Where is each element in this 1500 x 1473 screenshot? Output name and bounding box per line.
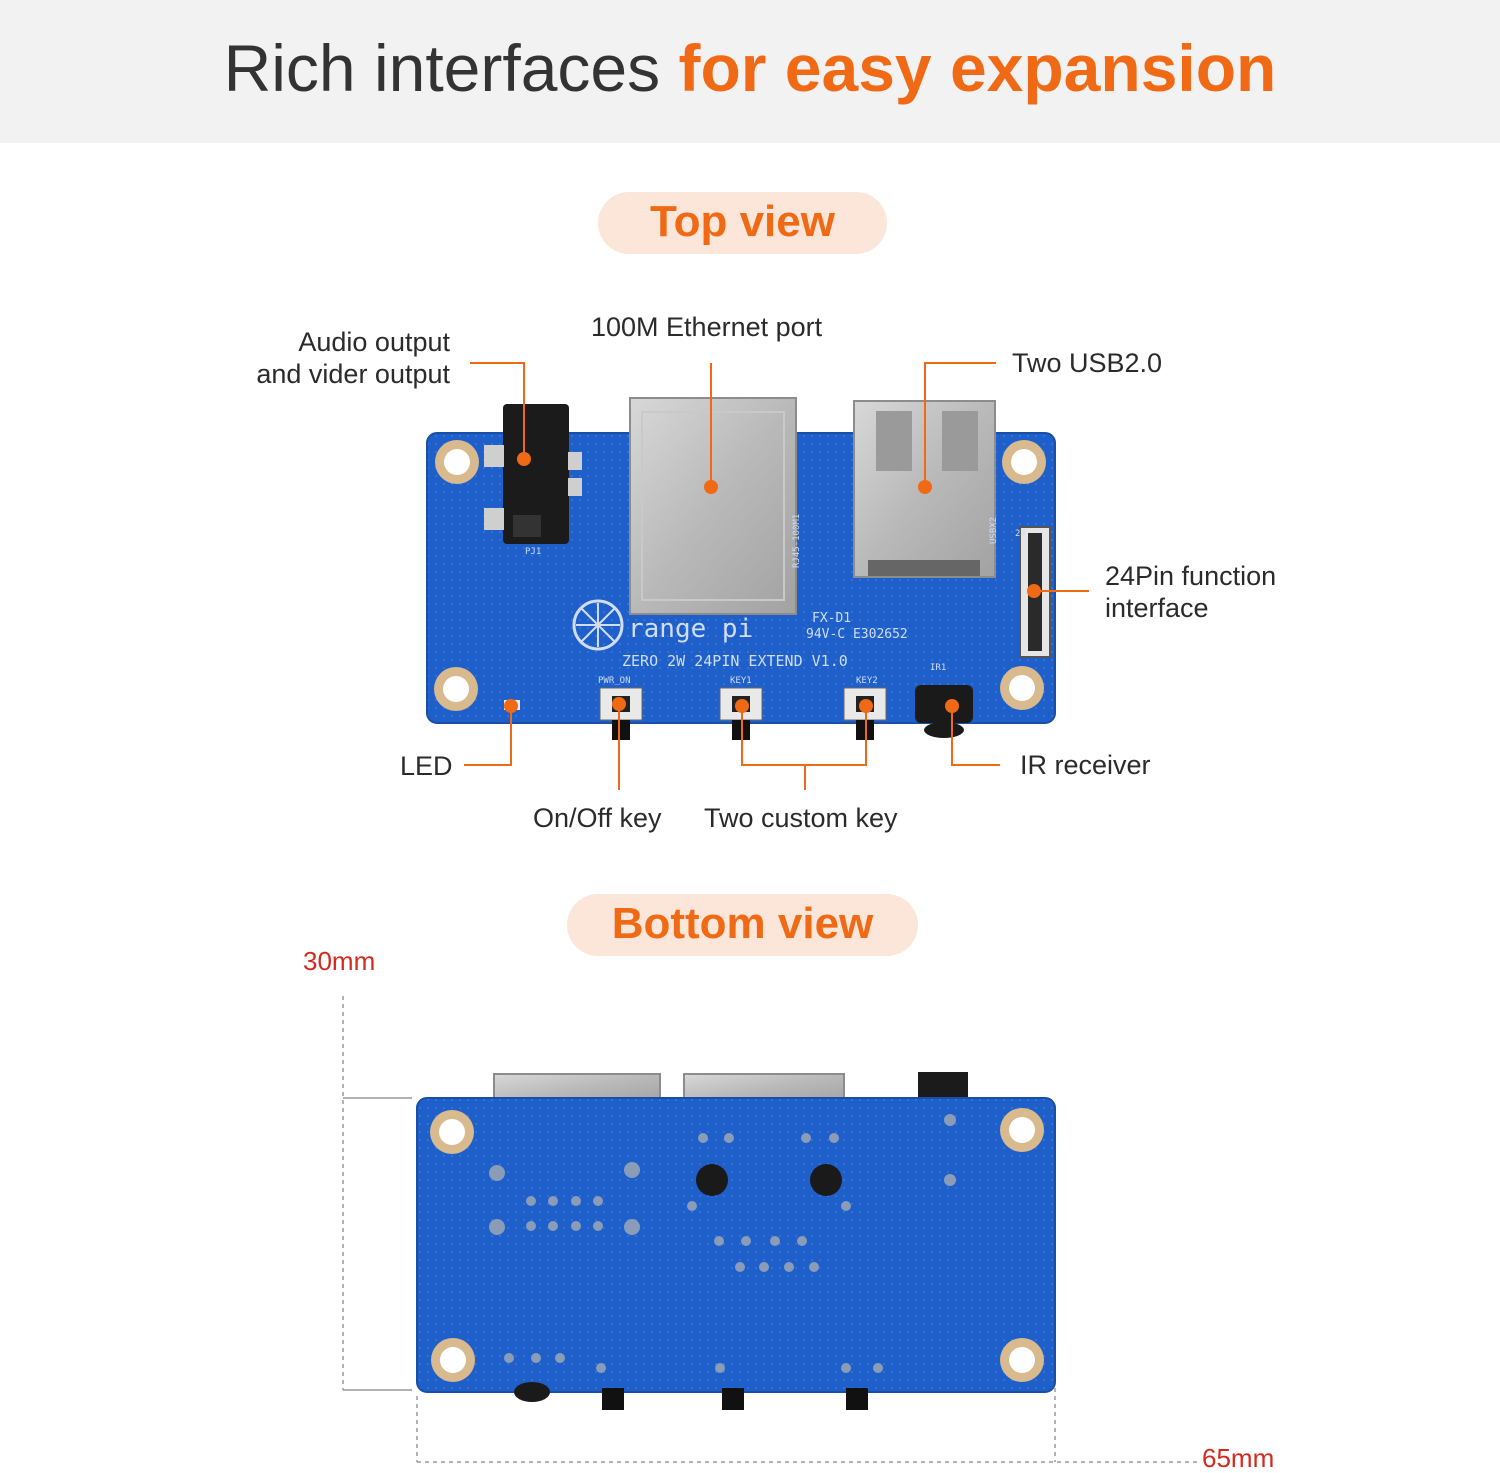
bottom-board: [416, 1072, 1056, 1410]
ir-receiver-bottom: [514, 1382, 550, 1402]
orange-pi-logo: [572, 599, 624, 651]
callout-usb: Two USB2.0: [1012, 348, 1163, 378]
callout-lines: [464, 362, 1089, 790]
height-dimension: 30mm: [303, 946, 376, 976]
callout-audio: Audio output and vider output: [256, 326, 450, 390]
mounting-hole: [430, 1110, 474, 1154]
silk-pin24: 24: [1015, 529, 1026, 539]
mounting-hole: [1002, 440, 1046, 484]
callout-onoff: On/Off key: [533, 803, 662, 833]
callout-audio-line1: Audio output: [298, 327, 450, 357]
mounting-hole: [1000, 666, 1044, 710]
callout-ir: IR receiver: [1020, 750, 1151, 780]
ethernet-port: [629, 397, 797, 615]
mounting-hole: [1000, 1338, 1044, 1382]
callout-audio-line2: and vider output: [256, 359, 450, 389]
title-accent: for easy expansion: [678, 31, 1277, 105]
callout-function-line1: 24Pin function: [1105, 561, 1277, 591]
silk-usbx2: USBX2: [989, 517, 999, 544]
header-banner: [0, 0, 1500, 143]
silk-brand: range pi: [628, 614, 753, 644]
bottom-view-heading: Bottom view: [567, 894, 918, 956]
key-stem: [602, 1388, 624, 1410]
mounting-hole: [434, 667, 478, 711]
solder-joints: [489, 1114, 956, 1373]
audio-jack: [484, 404, 582, 544]
silk-key1: KEY1: [730, 676, 752, 686]
mounting-hole: [1000, 1108, 1044, 1152]
silk-pwr: PWR_ON: [598, 676, 631, 686]
top-view-heading: Top view: [598, 192, 887, 254]
title-plain: Rich interfaces: [223, 31, 661, 105]
ir-receiver: [915, 685, 973, 738]
callout-ethernet: 100M Ethernet port: [591, 312, 823, 342]
silk-model: ZERO 2W 24PIN EXTEND V1.0: [622, 652, 848, 670]
callout-function: 24Pin function interface: [1105, 560, 1276, 624]
callout-custom: Two custom key: [704, 803, 898, 833]
callout-dots: [504, 452, 1041, 713]
top-board: range pi ZERO 2W 24PIN EXTEND V1.0 FX-D1…: [426, 397, 1056, 740]
through-hole-pad: [696, 1164, 728, 1196]
width-dimension: 65mm: [1202, 1443, 1275, 1473]
silk-ir1: IR1: [930, 663, 946, 673]
silk-cert: 94V-C E302652: [806, 627, 908, 642]
callout-led: LED: [400, 751, 453, 781]
mounting-hole: [431, 1338, 475, 1382]
through-hole-pad: [810, 1164, 842, 1196]
mounting-hole: [435, 440, 479, 484]
silk-fx: FX-D1: [812, 611, 851, 626]
dimension-lines: [342, 996, 1200, 1463]
silk-key2: KEY2: [856, 676, 878, 686]
key-stem: [846, 1388, 868, 1410]
power-button: [599, 687, 643, 740]
key-stem: [722, 1388, 744, 1410]
silk-pj1: PJ1: [525, 547, 541, 557]
silk-rj45: RJ45-100M1: [792, 514, 802, 568]
page-title: Rich interfaces for easy expansion: [0, 28, 1500, 108]
callout-function-line2: interface: [1105, 593, 1209, 623]
